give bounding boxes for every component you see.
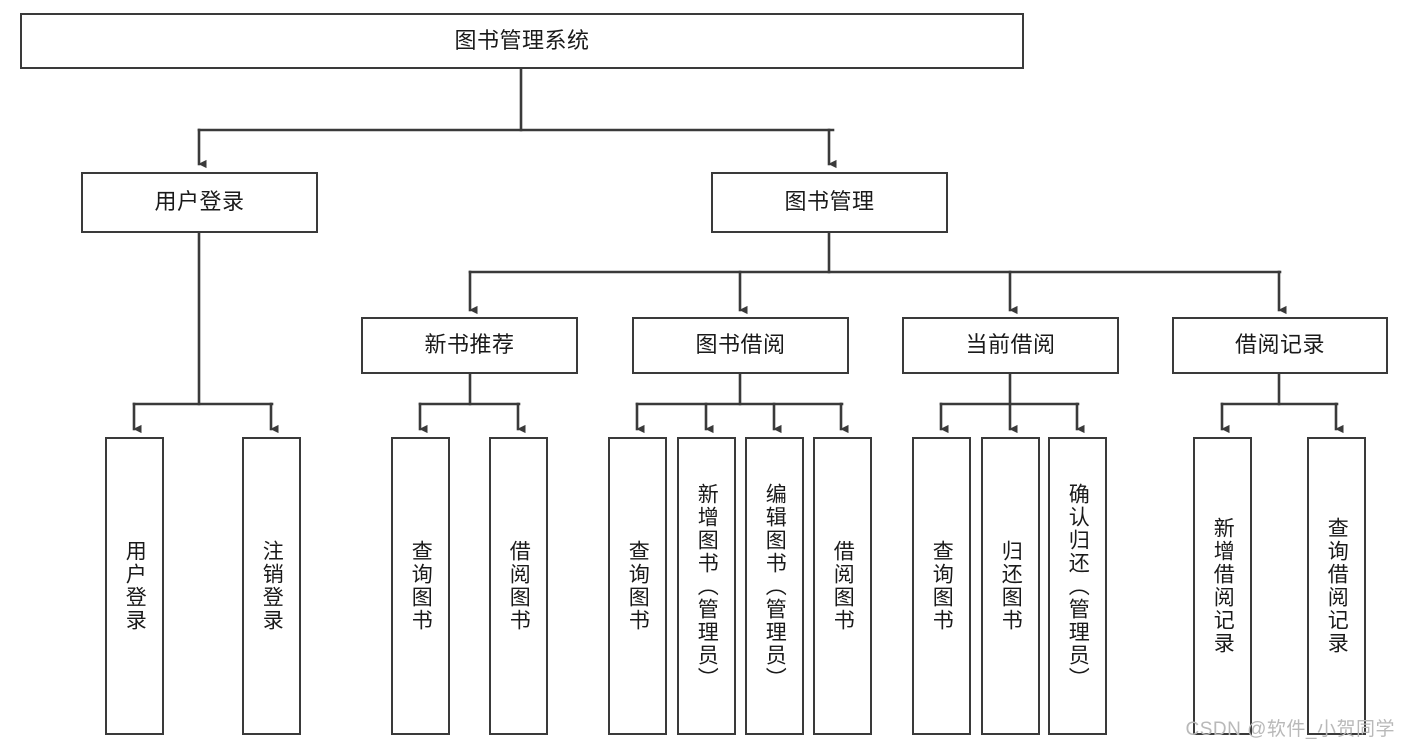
leaf-label-new-book-borrow: 借阅图书 (507, 540, 531, 632)
node-label-borrow-record: 借阅记录 (1234, 332, 1325, 358)
leaf-book-borrow-query[interactable]: 查询图书 (608, 437, 667, 735)
leaf-label-user-login-login: 用户登录 (123, 540, 147, 632)
leaf-book-borrow-borrow[interactable]: 借阅图书 (813, 437, 872, 735)
leaf-label-book-borrow-borrow: 借阅图书 (831, 540, 855, 632)
leaf-label-current-borrow-query: 查询图书 (930, 540, 954, 632)
leaf-user-login-login[interactable]: 用户登录 (105, 437, 164, 735)
leaf-borrow-record-add[interactable]: 新增借阅记录 (1193, 437, 1252, 735)
leaf-new-book-borrow[interactable]: 借阅图书 (489, 437, 548, 735)
node-label-new-book-recommend: 新书推荐 (424, 332, 515, 358)
leaf-user-login-logout[interactable]: 注销登录 (242, 437, 301, 735)
node-new-book-recommend[interactable]: 新书推荐 (361, 317, 578, 374)
node-book-borrow[interactable]: 图书借阅 (632, 317, 849, 374)
node-label-book-borrow: 图书借阅 (695, 332, 786, 358)
leaf-label-new-book-query: 查询图书 (409, 540, 433, 632)
leaf-new-book-query[interactable]: 查询图书 (391, 437, 450, 735)
node-label-root: 图书管理系统 (454, 27, 590, 53)
leaf-book-borrow-edit[interactable]: 编辑图书（管理员） (745, 437, 804, 735)
node-user-login[interactable]: 用户登录 (81, 172, 318, 233)
leaf-label-book-borrow-add: 新增图书（管理员） (695, 482, 719, 690)
leaf-label-book-borrow-edit: 编辑图书（管理员） (763, 482, 787, 690)
node-label-user-login: 用户登录 (154, 189, 245, 215)
leaf-label-user-login-logout: 注销登录 (260, 540, 284, 632)
leaf-borrow-record-query[interactable]: 查询借阅记录 (1307, 437, 1366, 735)
leaf-current-borrow-query[interactable]: 查询图书 (912, 437, 971, 735)
leaf-label-current-borrow-return: 归还图书 (999, 540, 1023, 632)
node-label-book-management: 图书管理 (784, 189, 875, 215)
leaf-label-borrow-record-query: 查询借阅记录 (1325, 517, 1349, 655)
node-borrow-record[interactable]: 借阅记录 (1172, 317, 1388, 374)
leaf-current-borrow-confirm[interactable]: 确认归还（管理员） (1048, 437, 1107, 735)
leaf-label-book-borrow-query: 查询图书 (626, 540, 650, 632)
leaf-current-borrow-return[interactable]: 归还图书 (981, 437, 1040, 735)
leaf-book-borrow-add[interactable]: 新增图书（管理员） (677, 437, 736, 735)
node-label-current-borrow: 当前借阅 (965, 332, 1056, 358)
node-current-borrow[interactable]: 当前借阅 (902, 317, 1119, 374)
leaf-label-borrow-record-add: 新增借阅记录 (1211, 517, 1235, 655)
node-root-system[interactable]: 图书管理系统 (20, 13, 1024, 69)
leaf-label-current-borrow-confirm: 确认归还（管理员） (1066, 482, 1090, 690)
node-book-management[interactable]: 图书管理 (711, 172, 948, 233)
